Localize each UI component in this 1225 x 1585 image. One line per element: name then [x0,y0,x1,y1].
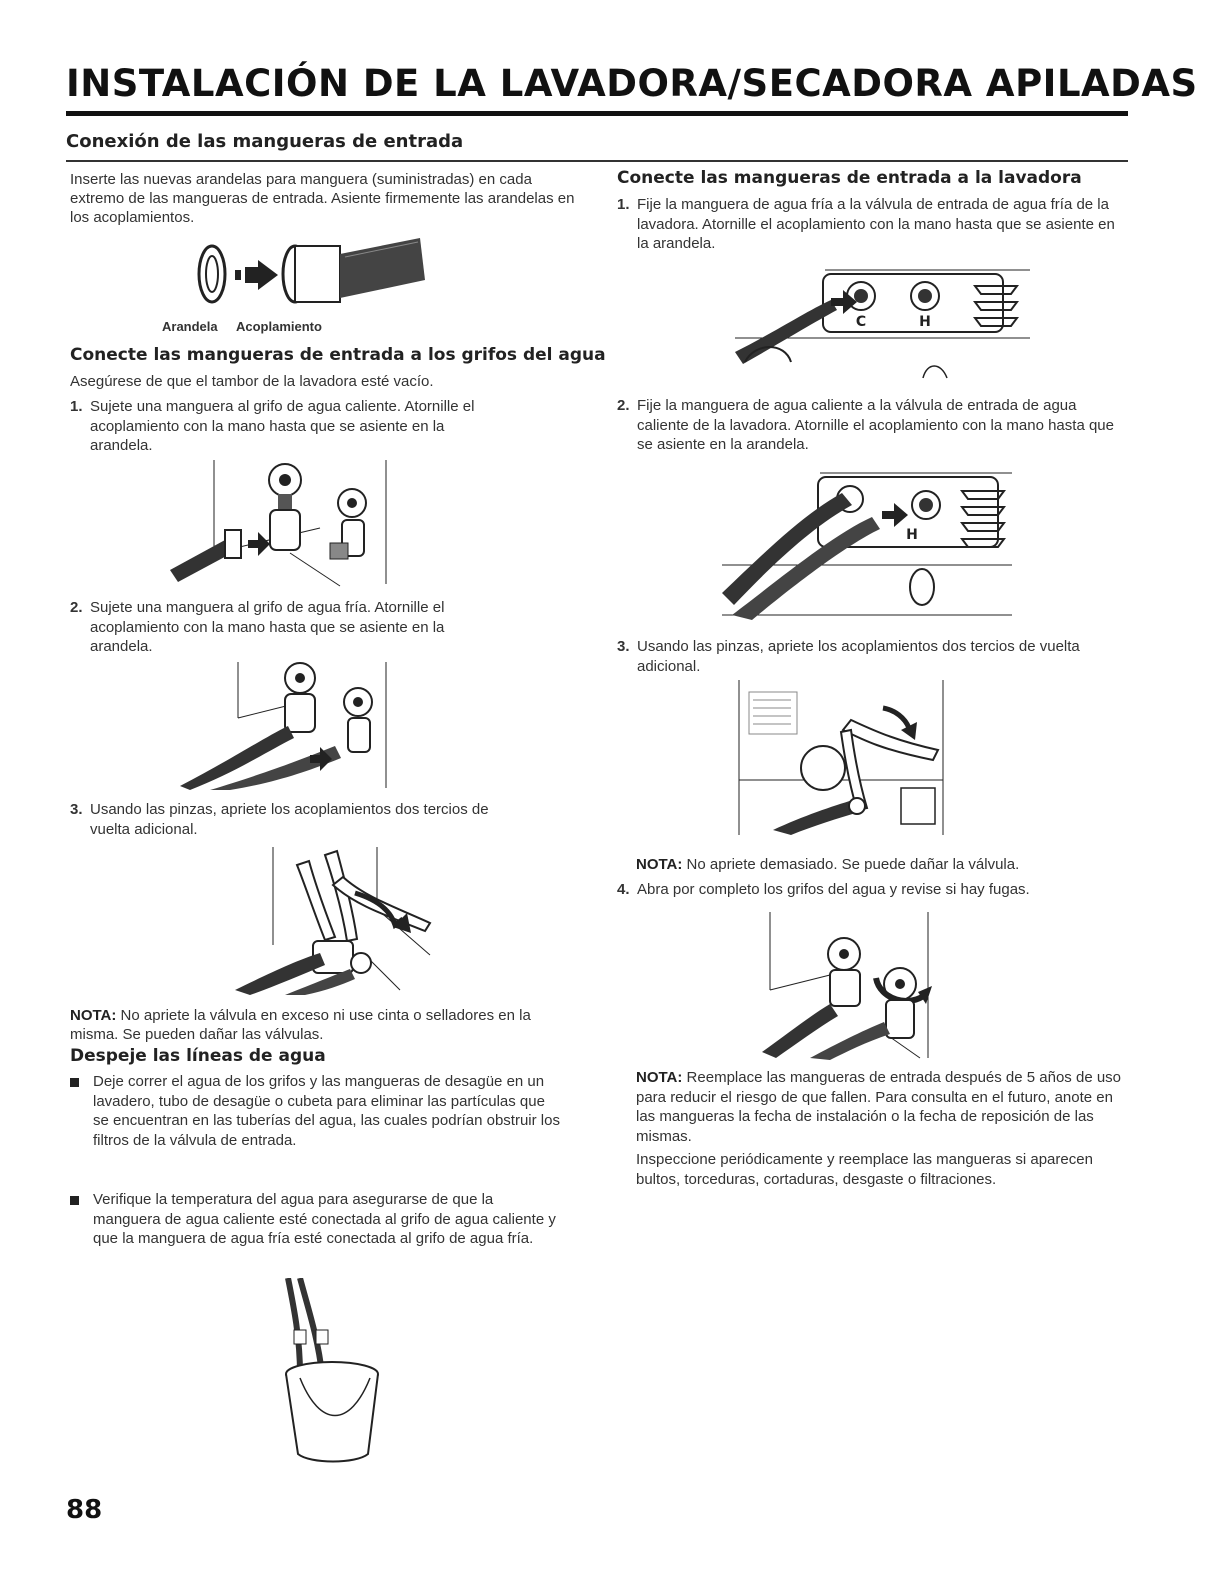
step-text: Fije la manguera de agua caliente a la v… [637,397,1114,453]
washer-step-2: 2. Fije la manguera de agua caliente a l… [617,396,1127,455]
step-text: Usando las pinzas, apriete los acoplamie… [637,638,1080,675]
washer-step-1: 1. Fije la manguera de agua fría a la vá… [617,195,1127,254]
flush-heading: Despeje las líneas de agua [70,1046,326,1066]
cold-valve-label: C [856,314,866,330]
section-rule [66,160,1128,162]
note-text: Reemplace las mangueras de entrada despu… [636,1069,1122,1145]
title-rule [66,111,1128,116]
washer-note-1: NOTA: No apriete demasiado. Se puede dañ… [636,855,1116,874]
bullet-square-icon [70,1078,79,1087]
intro-paragraph: Inserte las nuevas arandelas para mangue… [70,171,575,226]
faucet-step-1: 1. Sujete una manguera al grifo de agua … [70,397,510,456]
faucet-step-2: 2. Sujete una manguera al grifo de agua … [70,598,510,657]
label-acoplamiento: Acoplamiento [236,319,322,334]
hot-inlet-illustration: H [722,472,1012,620]
note-label: NOTA: [70,1007,117,1024]
section-heading: Conexión de las mangueras de entrada [66,131,464,152]
open-faucets-illustration [762,912,932,1060]
step-text: Abra por completo los grifos del agua y … [637,881,1030,898]
page-title: INSTALACIÓN DE LA LAVADORA/SECADORA APIL… [66,62,1198,105]
step-number: 4. [617,881,630,898]
hoses-in-bucket-illustration [285,1278,379,1463]
step-number: 1. [617,196,630,213]
flush-bullet-1: Deje correr el agua de los grifos y las … [70,1072,590,1150]
label-arandela: Arandela [162,319,218,334]
inspect-paragraph: Inspeccione periódicamente y reemplace l… [636,1151,1093,1188]
step-number: 2. [70,599,83,616]
bullet-square-icon [70,1196,79,1205]
step-number: 2. [617,397,630,414]
washer-coupling-illustration [197,238,425,304]
note-label: NOTA: [636,856,683,873]
hot-valve-label-2: H [906,527,918,543]
page-number: 88 [66,1495,103,1525]
cold-faucet-illustration [180,662,387,790]
washer-note-2: NOTA: Reemplace las mangueras de entrada… [636,1068,1126,1146]
faucet-step-3: 3. Usando las pinzas, apriete los acopla… [70,800,530,839]
flush-bullet-2: Verifique la temperatura del agua para a… [70,1190,590,1249]
step-text: Sujete una manguera al grifo de agua frí… [90,599,445,655]
note-label: NOTA: [636,1069,683,1086]
faucet-note: NOTA: No apriete la válvula en exceso ni… [70,1006,580,1044]
washer-step-4: 4. Abra por completo los grifos del agua… [617,880,1127,900]
step-number: 3. [70,801,83,818]
step-text: Fije la manguera de agua fría a la válvu… [637,196,1115,252]
faucets-lead: Asegúrese de que el tambor de la lavador… [70,373,434,390]
cold-inlet-illustration: C H [735,269,1030,379]
pliers-washer-illustration [738,680,944,835]
washer-step-3: 3. Usando las pinzas, apriete los acopla… [617,637,1127,676]
pliers-faucet-illustration [235,847,432,995]
bullet-text: Verifique la temperatura del agua para a… [93,1191,556,1247]
step-text: Usando las pinzas, apriete los acoplamie… [90,801,489,838]
note-text: No apriete demasiado. Se puede dañar la … [682,856,1020,873]
hot-valve-label: H [919,314,931,330]
bullet-text: Deje correr el agua de los grifos y las … [93,1073,560,1149]
note-text: No apriete la válvula en exceso ni use c… [70,1007,531,1043]
hot-faucet-illustration [170,460,387,587]
step-number: 3. [617,638,630,655]
faucets-heading: Conecte las mangueras de entrada a los g… [70,345,606,365]
step-text: Sujete una manguera al grifo de agua cal… [90,398,475,454]
washer-heading: Conecte las mangueras de entrada a la la… [617,168,1082,188]
step-number: 1. [70,398,83,415]
